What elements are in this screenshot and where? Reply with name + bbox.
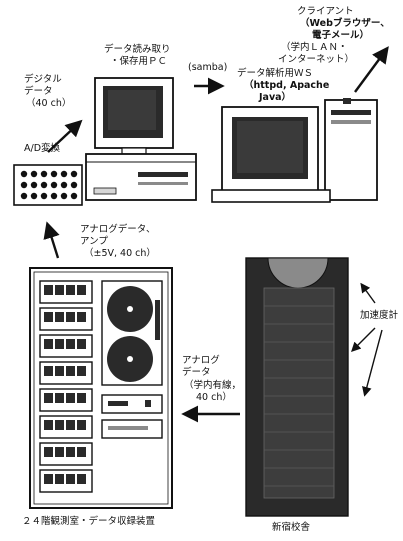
- control-panels: [101, 394, 163, 439]
- arrow-ws-to-client: [354, 46, 389, 93]
- client-label-line2: （Webブラウザー、: [300, 18, 390, 29]
- analog-label-line3: （学内有線，: [184, 380, 242, 391]
- analog-label-line4: 40 ch）: [196, 392, 232, 403]
- ws-label-line3: Java）: [259, 92, 292, 103]
- pc-label-line2: ・保存用ＰＣ: [110, 56, 168, 67]
- accelerometer-label: 加速度計: [360, 310, 399, 321]
- network-label-line2: インターネット）: [278, 54, 355, 65]
- building-caption: 新宿校舎: [272, 522, 311, 533]
- analysis-workstation: [211, 98, 378, 203]
- data-recording-rack: [29, 267, 173, 509]
- arrow-accel-middle: [351, 327, 376, 352]
- digital-label-line1: デジタル: [24, 74, 62, 85]
- data-storage-pc: [85, 77, 197, 201]
- client-label-line3: 電子メール）: [312, 30, 370, 41]
- ws-label-line1: データ解析用ＷＳ: [237, 68, 314, 79]
- analog-amp-label-line2: アンプ: [80, 236, 108, 247]
- analog-amp-label-line3: （±5V, 40 ch）: [84, 248, 156, 259]
- network-label-line1: （学内ＬＡＮ・: [281, 42, 348, 53]
- samba-label: (samba): [188, 62, 228, 73]
- pc-label-line1: データ読み取り: [104, 44, 171, 55]
- tape-reel-units: [101, 280, 163, 386]
- ad-conversion-label: A/D変換: [24, 143, 61, 154]
- ws-label-line2: （httpd, Apache: [244, 80, 330, 91]
- arrow-accel-bottom: [362, 329, 383, 397]
- client-label-line1: クライアント: [297, 6, 354, 17]
- analog-label-line2: データ: [182, 367, 211, 378]
- arrow-ad-to-pc: [47, 119, 83, 153]
- digital-label-line2: データ: [24, 86, 53, 97]
- arrow-accel-top: [360, 282, 376, 304]
- analog-label-line1: アナログ: [182, 355, 220, 366]
- amplifier-modules: [39, 280, 93, 493]
- arrow-rack-to-ad: [43, 221, 60, 259]
- shinjuku-building: [245, 257, 349, 517]
- rack-caption: ２４階観測室・データ収録装置: [22, 516, 156, 527]
- analog-amp-label-line1: アナログデータ、: [80, 224, 156, 235]
- ad-converter-device: [13, 164, 83, 206]
- digital-label-line3: （40 ch）: [26, 98, 72, 109]
